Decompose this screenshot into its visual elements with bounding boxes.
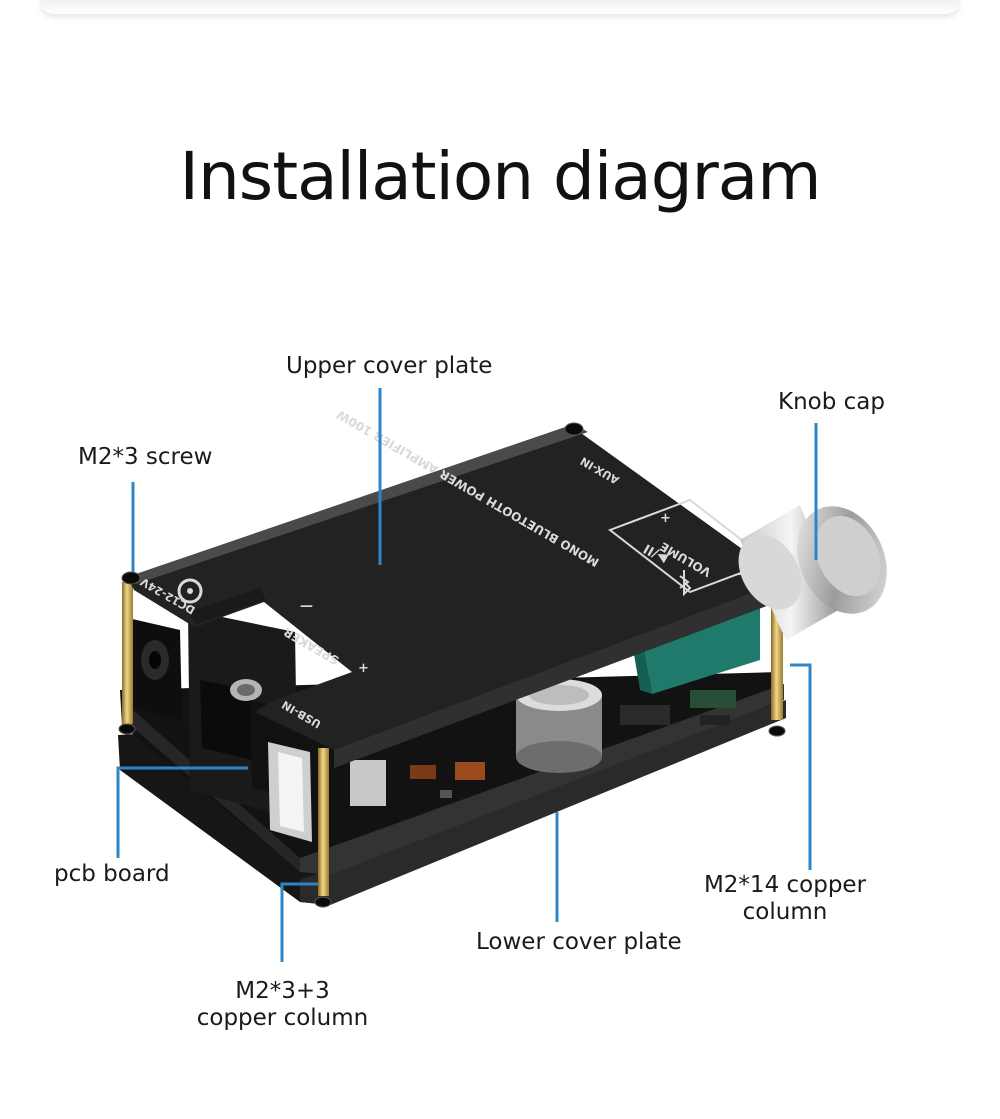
label-m2x14-line1: M2*14 copper	[703, 872, 867, 898]
capacitor	[516, 679, 602, 773]
label-m2x14-line2: column	[742, 899, 828, 925]
leader-m2x14-column	[790, 663, 812, 870]
label-m2x3-screw: M2*3 screw	[78, 444, 213, 470]
label-m2x3-3-copper-column: M2*3+3 copper column	[190, 978, 375, 1032]
label-upper-cover-plate: Upper cover plate	[286, 353, 493, 379]
dc-jack	[128, 618, 182, 720]
label-knob-cap: Knob cap	[778, 389, 885, 415]
label-lower-cover-plate: Lower cover plate	[476, 929, 682, 955]
bluetooth-icon	[679, 570, 692, 597]
leader-pcb-board	[116, 766, 248, 858]
speaker-minus-text: —	[300, 599, 313, 614]
label-pcb-board: pcb board	[54, 861, 170, 887]
page-title: Installation diagram	[179, 138, 822, 215]
knob-cap-icon	[738, 505, 887, 640]
power-jack-icon	[177, 578, 203, 604]
top-shadow-bar	[40, 0, 960, 14]
leader-lines	[116, 388, 818, 962]
volume-plus-text: +	[660, 511, 671, 526]
leader-m2x3-3-column	[280, 882, 318, 962]
pcb-components	[350, 690, 736, 806]
label-m2x3-3-line1: M2*3+3	[235, 978, 330, 1004]
label-m2x3-3-line2: copper column	[196, 1005, 369, 1031]
label-m2x14-copper-column: M2*14 copper column	[700, 872, 870, 926]
speaker-plus-text: +	[358, 661, 369, 676]
usb-port	[268, 742, 312, 842]
upper-cover-plate	[128, 424, 788, 768]
